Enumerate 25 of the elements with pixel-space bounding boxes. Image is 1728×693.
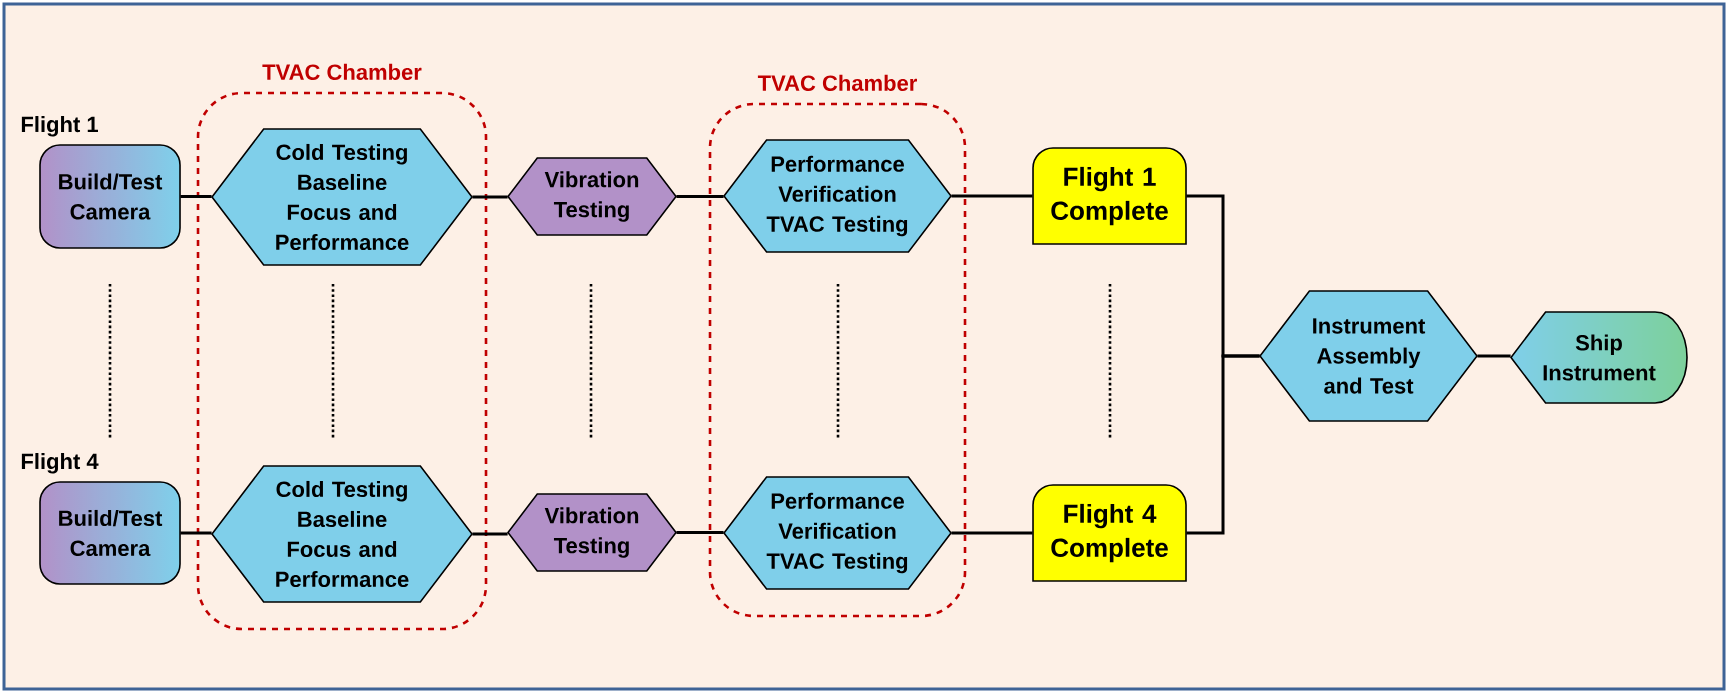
connector-line [676, 531, 724, 534]
chamber-label: TVAC Chamber [262, 63, 422, 80]
flight-label: Flight 1 [21, 116, 98, 137]
milestone-box: Flight 1 Complete [1032, 147, 1187, 245]
process-hexagon: Cold Testing Baseline Focus and Performance [211, 128, 473, 266]
connector-line [951, 531, 1033, 535]
process-hexagon: Vibration Testing [507, 157, 677, 236]
connector-line [472, 195, 508, 199]
process-hexagon: Performance Verification TVAC Testing [723, 139, 952, 253]
connector-line [180, 531, 212, 535]
process-hexagon: Cold Testing Baseline Focus and Performance [211, 465, 473, 603]
connector-line [951, 194, 1033, 198]
connector-line [1186, 354, 1260, 535]
connector-line [180, 195, 212, 198]
connector-line [676, 195, 724, 198]
process-hexagon: Instrument Assembly and Test [1259, 290, 1478, 422]
process-box: Build/Test Camera [39, 144, 181, 249]
flight-label: Flight 4 [21, 453, 99, 474]
process-hexagon: Vibration Testing [507, 493, 677, 572]
chamber-label: TVAC Chamber [757, 74, 917, 91]
connector-line [1477, 354, 1511, 358]
process-hexagon: Performance Verification TVAC Testing [723, 476, 952, 590]
connector-line [472, 532, 508, 536]
milestone-box: Flight 4 Complete [1032, 484, 1187, 582]
process-box: Build/Test Camera [39, 481, 181, 585]
